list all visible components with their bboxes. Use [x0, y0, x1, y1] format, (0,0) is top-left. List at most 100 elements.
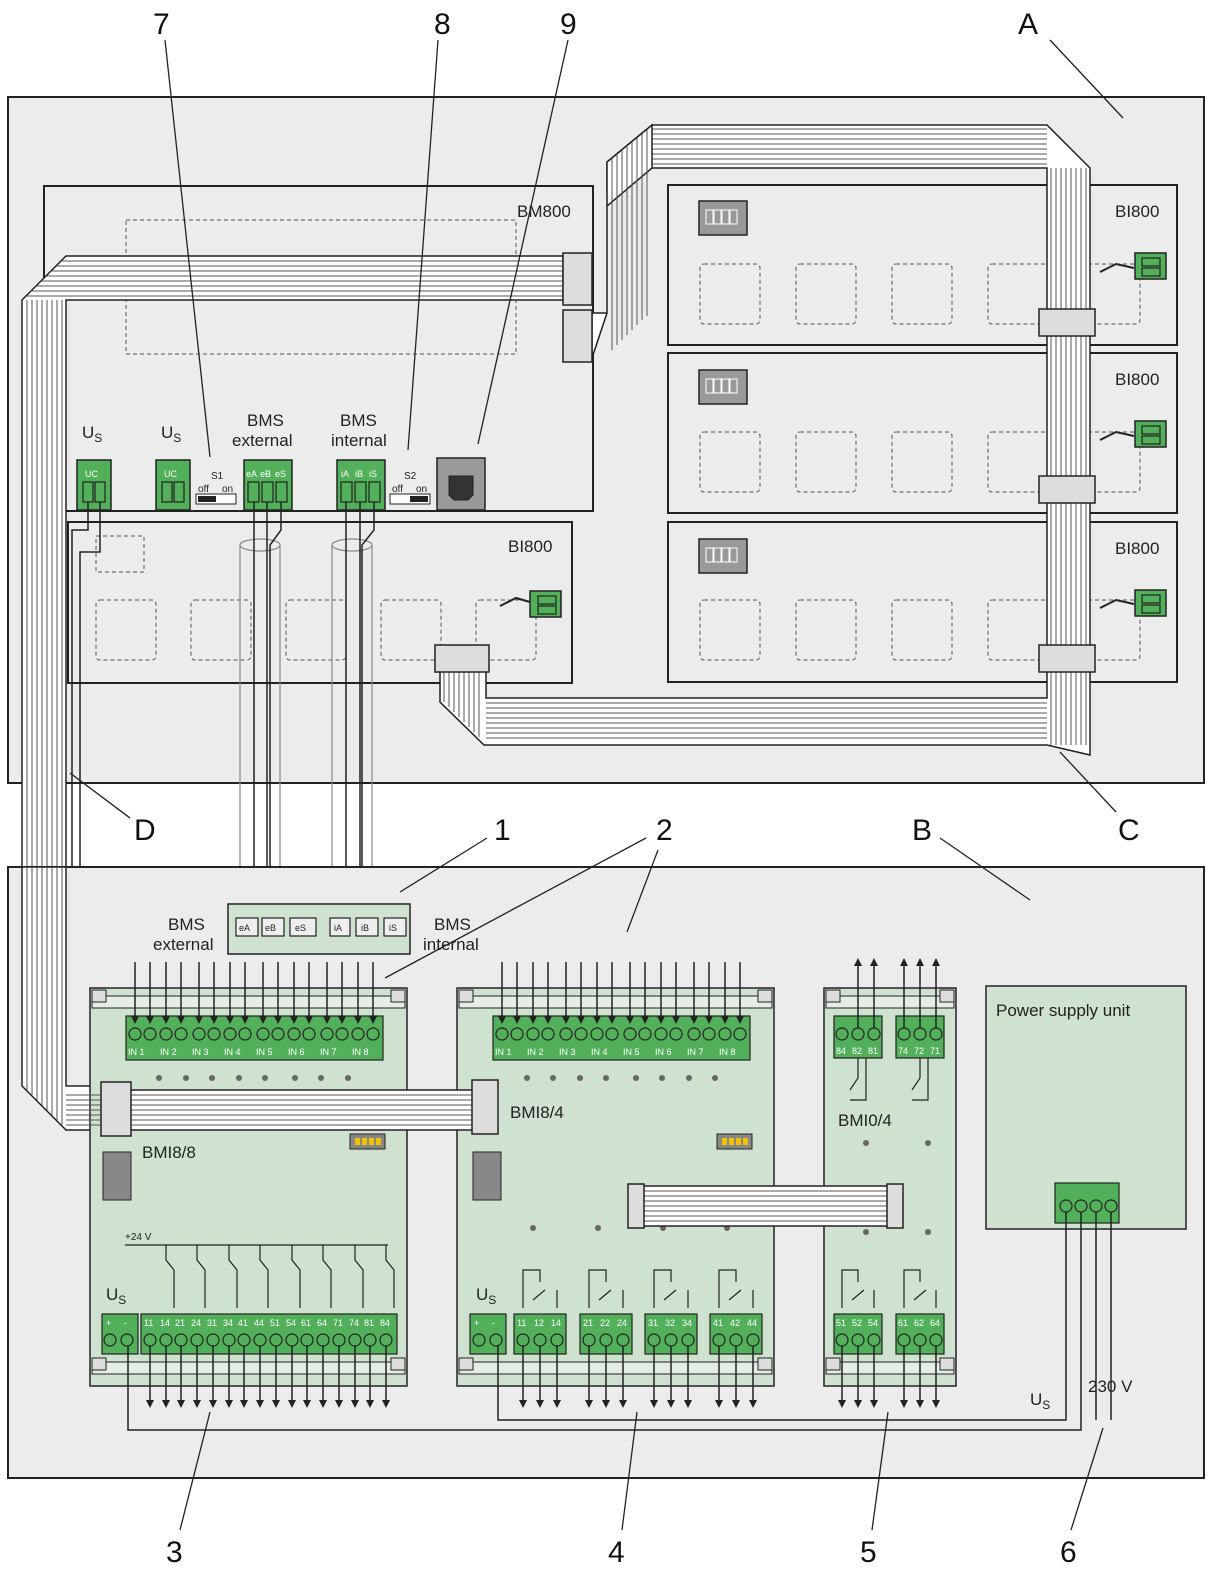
psu-terminal[interactable]	[1054, 1182, 1120, 1224]
bmi88-out-term: 21	[175, 1318, 185, 1328]
bi800-right-3-label: BI800	[1115, 539, 1159, 558]
bmi84-input-arrowhead	[544, 1016, 552, 1024]
bm800-us-terminal-2[interactable]	[155, 459, 191, 511]
ribbon-cable-top-right	[439, 124, 1091, 756]
bms-external-sub: external	[232, 431, 292, 450]
bmi88-us-screws	[103, 1333, 134, 1347]
bmi04-bot-term: 52	[852, 1318, 862, 1328]
bmi88-in-label: IN 4	[224, 1047, 241, 1057]
callout-4: 4	[608, 1536, 625, 1569]
bmi88-in-label: IN 6	[288, 1047, 305, 1057]
s1-off-label: off	[198, 484, 209, 495]
bmi84-input-arrowhead	[626, 1016, 634, 1024]
bmi84-in-label: IN 8	[719, 1047, 736, 1057]
bmi88-input-arrowhead	[131, 1016, 139, 1024]
junction-bms-int-2: internal	[423, 935, 479, 954]
bmi84-us-label: US	[476, 1285, 496, 1307]
bmi84-output-arrowhead	[715, 1400, 723, 1408]
bmi88-output-arrowhead	[288, 1400, 296, 1408]
ext-term-es: eS	[275, 469, 286, 479]
bmi88-out-term: 71	[333, 1318, 343, 1328]
bi800-right-1-label: BI800	[1115, 202, 1159, 221]
bmi88-input-arrowhead	[323, 1016, 331, 1024]
bm800-us-terminal-1[interactable]	[76, 459, 112, 511]
ribbon-clamp-3	[1038, 644, 1096, 673]
bmi88-output-arrowhead	[209, 1400, 217, 1408]
bmi88-in-label: IN 8	[352, 1047, 369, 1057]
bmi84-minus: -	[492, 1318, 495, 1328]
bmi84-input-arrowhead	[657, 1016, 665, 1024]
bms-external-terminal[interactable]	[243, 459, 293, 511]
bmi84-input-arrowhead	[690, 1016, 698, 1024]
bms-external-heading: BMS	[247, 411, 284, 430]
s2-switch[interactable]	[389, 493, 431, 505]
bmi04-output-arrowhead	[900, 1400, 908, 1408]
bmi88-in-label: IN 2	[160, 1047, 177, 1057]
bmi04-output-arrowhead	[854, 1400, 862, 1408]
bmi88-out-term: 51	[270, 1318, 280, 1328]
int-term-ia: iA	[341, 469, 349, 479]
bmi88-out-term: 24	[191, 1318, 201, 1328]
bmi84-plus: +	[474, 1318, 479, 1328]
bm800-uc-label-1: UC	[85, 469, 98, 479]
bmi84-out-term: 41	[713, 1318, 723, 1328]
bmi84-input-arrowhead	[736, 1016, 744, 1024]
bmi88-output-arrowhead	[319, 1400, 327, 1408]
ribbon-cable-bm800-right	[591, 123, 653, 359]
bmi88-input-arrowhead	[146, 1016, 154, 1024]
bmi04-bot-term: 61	[898, 1318, 908, 1328]
junction-term-ib: iB	[361, 923, 369, 933]
bmi88-minus: -	[124, 1318, 127, 1328]
bmi88-output-arrowhead	[162, 1400, 170, 1408]
bmi84-output-arrowhead	[667, 1400, 675, 1408]
bm800-ribbon-connector-2	[562, 309, 593, 363]
bmi88-output-arrowhead	[272, 1400, 280, 1408]
bms-internal-terminal[interactable]	[336, 459, 386, 511]
bmi84-input-arrowhead	[672, 1016, 680, 1024]
bm800-us-label-2: US	[161, 423, 181, 445]
bmi04-bot-term: 51	[836, 1318, 846, 1328]
bmi04-top-term: 84	[836, 1046, 846, 1056]
bmi84-in-label: IN 5	[623, 1047, 640, 1057]
bmi88-out-term: 61	[301, 1318, 311, 1328]
bmi84-input-arrowhead	[562, 1016, 570, 1024]
callout-lines	[69, 39, 1124, 1531]
bmi88-output-arrows	[149, 1346, 387, 1402]
ext-term-ea: eA	[246, 469, 257, 479]
bmi88-label: BMI8/8	[142, 1143, 196, 1162]
bi800-left-switch[interactable]	[499, 590, 562, 618]
bm800-us-label-1: US	[82, 423, 102, 445]
usb-port-icon[interactable]	[436, 457, 486, 511]
bmi04-bot-term: 54	[868, 1318, 878, 1328]
bmi84-output-arrowhead	[619, 1400, 627, 1408]
bmi88-out-term: 14	[160, 1318, 170, 1328]
bmi88-output-arrowhead	[193, 1400, 201, 1408]
bmi84-output-arrowhead	[732, 1400, 740, 1408]
bmi88-input-arrowhead	[162, 1016, 170, 1024]
bmi88-input-arrows	[134, 962, 374, 1022]
bmi84-in-label: IN 2	[527, 1047, 544, 1057]
bmi84-out-term: 12	[534, 1318, 544, 1328]
bmi88-out-term: 34	[223, 1318, 233, 1328]
ribbon-lines-top	[443, 128, 1087, 745]
bmi84-out-term: 31	[648, 1318, 658, 1328]
ribbon-clamp-1	[1038, 308, 1096, 337]
bmi84-input-arrowhead	[529, 1016, 537, 1024]
bmi88-in-label: IN 7	[320, 1047, 337, 1057]
callout-2: 2	[656, 814, 673, 847]
bmi04-top-arrowhead	[854, 958, 862, 966]
bmi88-out-term: 81	[364, 1318, 374, 1328]
bmi84-input-screws	[495, 1027, 747, 1041]
arrowhead-group	[131, 958, 940, 1408]
junction-terminals	[235, 917, 407, 937]
bmi04-bot-term: 64	[930, 1318, 940, 1328]
s1-switch[interactable]	[195, 493, 237, 505]
bmi84-out-term: 22	[600, 1318, 610, 1328]
junction-bms-ext-1: BMS	[168, 915, 205, 934]
bmi88-input-arrowhead	[305, 1016, 313, 1024]
ribbon-cable-bmi	[66, 1089, 476, 1131]
junction-bms-ext-2: external	[153, 935, 213, 954]
callout-5: 5	[860, 1536, 877, 1569]
bmi84-in-label: IN 3	[559, 1047, 576, 1057]
